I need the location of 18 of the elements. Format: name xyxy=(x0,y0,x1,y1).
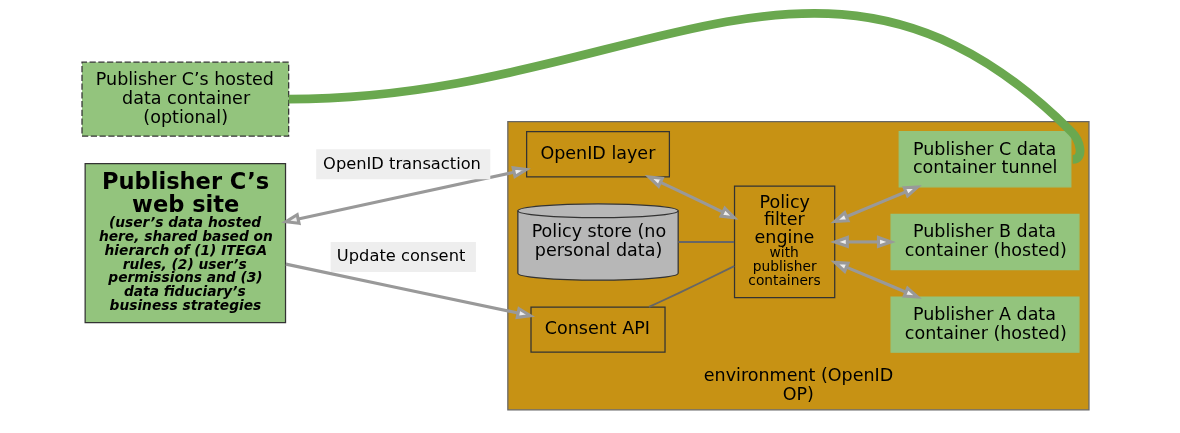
node-box: Consent API xyxy=(529,306,666,353)
edge-label: Update consent xyxy=(336,246,465,266)
node-box: Publisher C data container tunnel xyxy=(898,131,1071,188)
arrow xyxy=(644,175,738,220)
edge-label: OpenID transaction xyxy=(322,153,481,173)
node-box: Publisher C’s hosted data container (optional) xyxy=(80,61,289,137)
arrow xyxy=(829,235,896,249)
arrow xyxy=(829,260,922,299)
node-box: Publisher B data container (hosted) xyxy=(889,213,1080,271)
arrow xyxy=(280,166,531,226)
node-box: OpenID layer xyxy=(525,131,670,178)
node-box: Policy filter engine with publisher containers xyxy=(733,185,835,299)
arrow xyxy=(829,185,922,224)
node-box: Publisher A data container (hosted) xyxy=(889,296,1080,353)
connector xyxy=(676,241,735,243)
node-box: Publisher C’s web site (user’s data hosted here, shared based on hierarch of (1) ITEGA rules, (2) user’s permissions and (3) data fiduciary’s business strategies xyxy=(84,163,286,324)
connector xyxy=(647,265,735,308)
arrow xyxy=(285,262,535,320)
